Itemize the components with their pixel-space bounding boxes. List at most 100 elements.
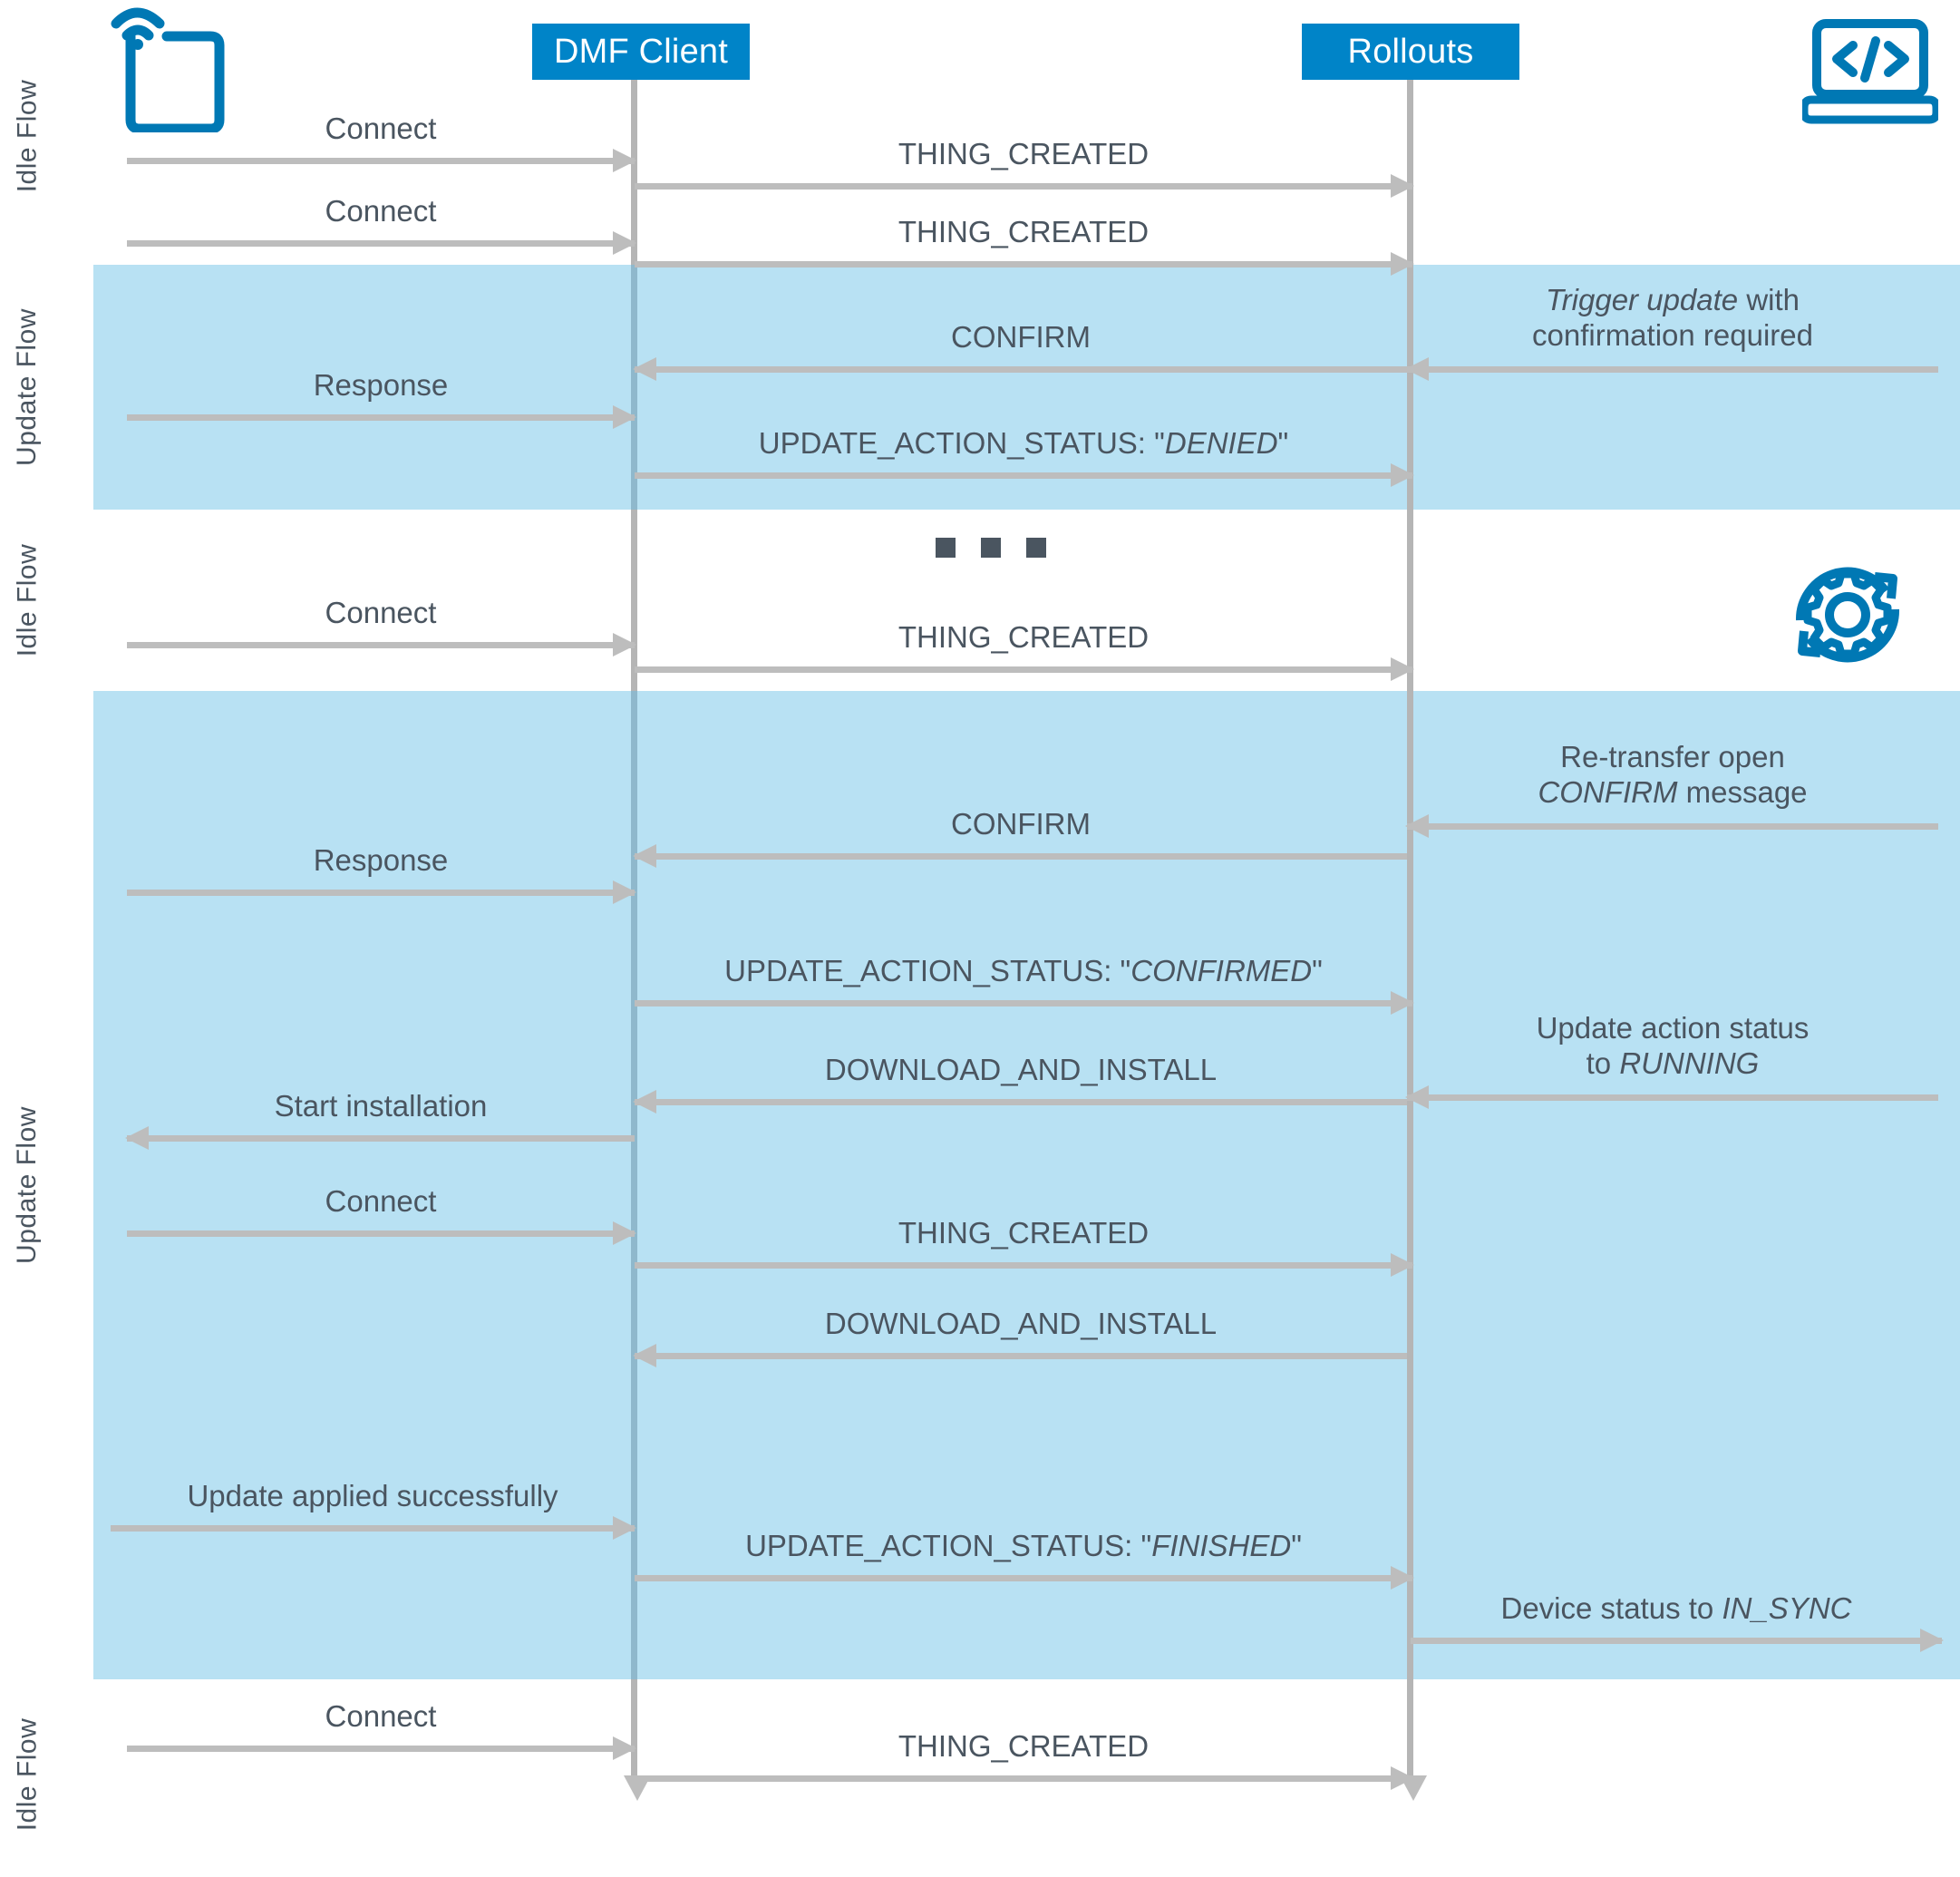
message-label-emphasis: DENIED (1164, 426, 1278, 461)
message-label-emphasis: RUNNING (1619, 1046, 1760, 1081)
message-label-prefix: UPDATE_ACTION_STATUS: " (724, 954, 1131, 988)
arrow-head-right-icon (613, 405, 636, 429)
arrow-line (127, 414, 635, 421)
message-label-suffix: with (1738, 283, 1800, 317)
flow-label-update-1: Update Flow (0, 265, 54, 510)
arrow-line (127, 158, 635, 164)
arrow-head-right-icon (1391, 252, 1414, 276)
message-label-suffix: " (1312, 954, 1323, 988)
lifeline-rollouts (1407, 80, 1413, 1775)
message-label: Re-transfer open CONFIRM message (1407, 740, 1938, 811)
message-label: UPDATE_ACTION_STATUS: "DENIED" (635, 426, 1412, 462)
message-label-prefix: Device status to (1500, 1591, 1722, 1626)
arrow-line (127, 240, 635, 247)
arrow-head-right-icon (1391, 1766, 1414, 1790)
flow-label-text: Update Flow (12, 1106, 43, 1264)
message-label: DOWNLOAD_AND_INSTALL (824, 1053, 1218, 1087)
message-label-emphasis: Trigger update (1545, 283, 1739, 317)
gear-refresh-icon (1784, 551, 1911, 678)
arrow-line (127, 1230, 635, 1237)
flow-label-text: Idle Flow (12, 543, 43, 657)
actor-label: Rollouts (1347, 32, 1474, 71)
arrow-line (1407, 1094, 1938, 1101)
arrow-line (635, 1000, 1412, 1007)
message-label: THING_CREATED (898, 1729, 1150, 1764)
message-label: Device status to IN_SYNC (1411, 1591, 1942, 1627)
arrow-head-left-icon (633, 1344, 656, 1367)
message-label-line2: confirmation required (1532, 318, 1813, 353)
message-label-emphasis: CONFIRMED (1130, 954, 1313, 988)
actor-box-rollouts[interactable]: Rollouts (1302, 24, 1519, 80)
arrow-head-right-icon (1391, 174, 1414, 198)
arrow-line (635, 1353, 1407, 1359)
message-label: THING_CREATED (898, 620, 1150, 655)
message-label: THING_CREATED (898, 215, 1150, 249)
arrow-head-right-icon (613, 1516, 636, 1540)
flow-label-update-2: Update Flow (0, 691, 54, 1679)
message-label: Trigger update with confirmation require… (1407, 283, 1938, 354)
laptop-code-icon (1800, 18, 1941, 127)
message-label: Connect (325, 112, 437, 146)
arrow-head-left-icon (633, 844, 656, 868)
wifi-device-icon (107, 5, 234, 134)
actor-box-dmf-client[interactable]: DMF Client (532, 24, 750, 80)
arrow-line (635, 366, 1407, 373)
arrow-head-right-icon (1391, 1253, 1414, 1277)
flow-label-idle-1: Idle Flow (0, 9, 54, 263)
message-label-suffix: message (1677, 775, 1808, 810)
arrow-line (127, 890, 635, 896)
message-label: THING_CREATED (898, 1216, 1150, 1250)
arrow-line (635, 853, 1407, 860)
arrow-head-left-icon (1405, 357, 1429, 381)
arrow-head-left-icon (633, 1090, 656, 1114)
flow-label-text: Idle Flow (12, 79, 43, 193)
ellipsis-dot (936, 538, 956, 558)
message-label: Response (313, 843, 449, 878)
arrow-line (127, 1746, 635, 1752)
message-label-suffix: " (1291, 1529, 1302, 1563)
arrow-line (1411, 1638, 1942, 1644)
lifeline-dmf-client-band-2 (631, 691, 637, 1679)
message-label-prefix: UPDATE_ACTION_STATUS: " (758, 426, 1165, 461)
message-label: UPDATE_ACTION_STATUS: "CONFIRMED" (635, 954, 1412, 989)
arrow-head-right-icon (1391, 1566, 1414, 1590)
message-label-prefix: to (1586, 1046, 1620, 1081)
actor-label: DMF Client (553, 32, 729, 71)
arrow-head-right-icon (613, 149, 636, 172)
flow-label-text: Update Flow (12, 308, 43, 466)
arrow-line (635, 1099, 1407, 1105)
message-label-emphasis: IN_SYNC (1722, 1591, 1852, 1626)
arrow-head-left-icon (125, 1126, 149, 1150)
arrow-line (635, 666, 1412, 673)
message-label-suffix: " (1277, 426, 1289, 461)
arrow-head-left-icon (1405, 814, 1429, 838)
message-label: DOWNLOAD_AND_INSTALL (824, 1307, 1218, 1341)
arrow-head-right-icon (1391, 463, 1414, 487)
message-label-emphasis: FINISHED (1151, 1529, 1292, 1563)
arrow-line (635, 1262, 1412, 1269)
message-label-prefix: UPDATE_ACTION_STATUS: " (745, 1529, 1152, 1563)
message-label: Update action status to RUNNING (1407, 1011, 1938, 1082)
update-flow-band-1 (93, 265, 1960, 510)
arrow-line (635, 261, 1412, 267)
message-label: CONFIRM (951, 320, 1091, 355)
arrow-line (635, 1575, 1412, 1581)
message-label-emphasis: CONFIRM (1538, 775, 1678, 810)
flow-label-idle-2: Idle Flow (0, 510, 54, 691)
flow-label-text: Idle Flow (12, 1717, 43, 1832)
continuation-ellipsis (936, 538, 1046, 558)
message-label-line1: Update action status (1536, 1011, 1810, 1045)
arrow-line (1407, 366, 1938, 373)
message-label: Connect (325, 194, 437, 229)
arrow-head-right-icon (1391, 657, 1414, 681)
arrow-line (111, 1525, 635, 1532)
ellipsis-dot (1026, 538, 1046, 558)
arrow-head-right-icon (613, 880, 636, 904)
message-label: Connect (325, 1184, 437, 1219)
message-label: THING_CREATED (898, 137, 1150, 171)
message-label: Start installation (274, 1089, 488, 1123)
ellipsis-dot (981, 538, 1001, 558)
message-label: Response (313, 368, 449, 403)
arrow-line (635, 183, 1412, 190)
